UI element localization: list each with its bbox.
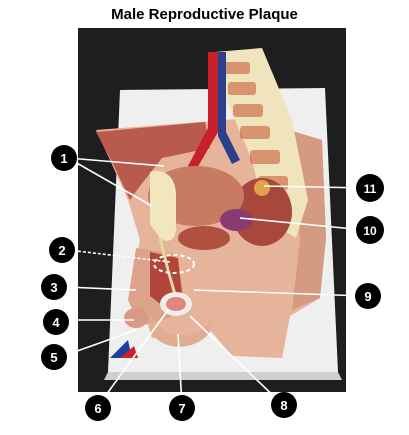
highlight-oval: [153, 254, 195, 274]
marker-4: 4: [43, 309, 69, 335]
diagram-title: Male Reproductive Plaque: [111, 6, 298, 23]
pubic-bone: [150, 171, 176, 241]
seminal-vesicle: [220, 209, 252, 231]
marker-11: 11: [356, 174, 384, 202]
scrotum: [150, 312, 212, 347]
prostate-area: [178, 226, 230, 250]
urethra: [158, 237, 178, 299]
marker-1: 1: [51, 145, 77, 171]
marker-11-label: 11: [364, 182, 377, 196]
leader-lines: [65, 157, 367, 407]
marker-1-label: 1: [60, 151, 67, 166]
ejaculatory-duct-gland: [254, 180, 270, 196]
iliac-vein: [218, 52, 240, 164]
marker-10: 10: [356, 216, 384, 244]
iliac-artery: [188, 52, 218, 170]
rectum: [232, 178, 292, 246]
abdominal-wall: [96, 122, 210, 200]
marker-4-label: 4: [52, 315, 60, 330]
marker-5-label: 5: [50, 350, 57, 365]
marker-6-label: 6: [94, 401, 101, 416]
marker-3: 3: [41, 274, 67, 300]
marker-7: 7: [169, 395, 195, 421]
marker-3-label: 3: [50, 280, 57, 295]
marker-10-label: 10: [363, 224, 377, 238]
marker-2: 2: [49, 237, 75, 263]
manufacturer-logo: [110, 340, 138, 358]
marker-5: 5: [41, 344, 67, 370]
marker-6: 6: [85, 395, 111, 421]
marker-8: 8: [271, 392, 297, 418]
marker-7-label: 7: [178, 401, 185, 416]
marker-9: 9: [355, 283, 381, 309]
marker-8-label: 8: [280, 398, 287, 413]
marker-2-label: 2: [58, 243, 65, 258]
marker-9-label: 9: [364, 289, 371, 304]
glans: [124, 308, 148, 328]
